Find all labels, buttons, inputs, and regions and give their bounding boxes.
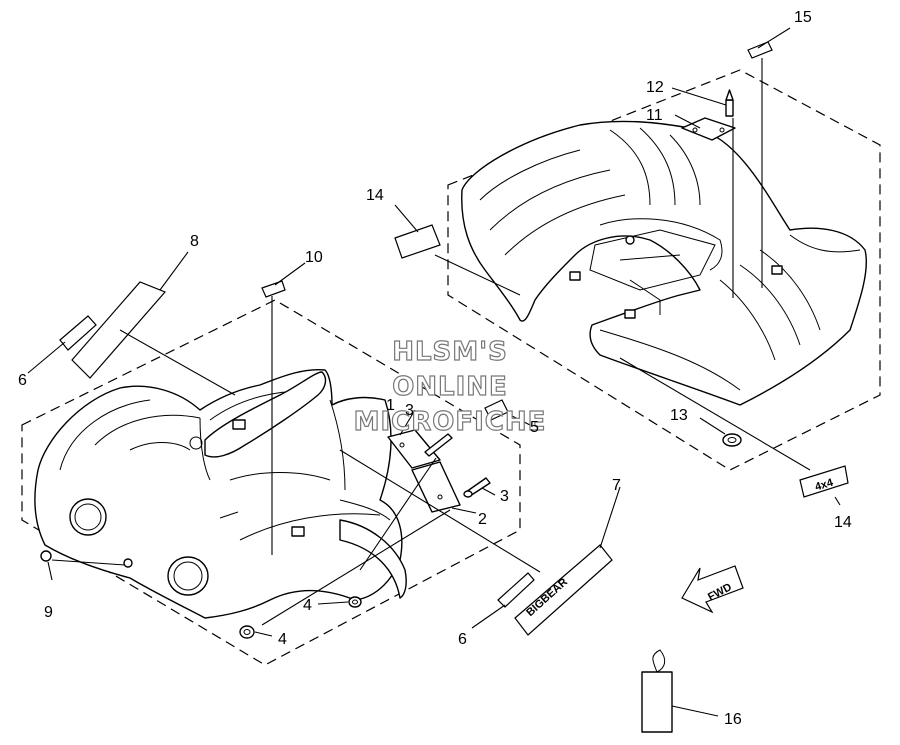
callout-7: 7 — [612, 477, 621, 494]
callout-4-right: 4 — [303, 597, 312, 614]
watermark-line-1: HLSM'S — [392, 337, 508, 367]
part-6-decal-left — [59, 315, 97, 351]
callout-2: 2 — [478, 511, 487, 528]
part-4-grommet-bottom — [239, 625, 255, 639]
callout-numbers: 15 12 11 14 8 10 6 1 3 5 13 14 3 2 7 9 4… — [18, 9, 852, 728]
callout-14-right: 14 — [834, 514, 852, 531]
rear-fender-group-outline — [447, 69, 881, 471]
callout-15: 15 — [794, 9, 812, 26]
part-16-tag — [641, 649, 673, 733]
part-9-plug — [40, 550, 52, 562]
part-6-decal-bottom — [497, 572, 535, 608]
part-14-label-top — [394, 224, 441, 259]
rear-fender — [461, 120, 868, 406]
leader-lines — [27, 27, 841, 717]
fwd-arrow-decal: FWD — [681, 565, 744, 614]
watermark-line-2: ONLINE — [392, 372, 508, 402]
part-3-screw-top — [424, 433, 453, 457]
part-14-4x4-badge: 4x4 — [799, 465, 849, 498]
callout-9: 9 — [44, 604, 53, 621]
callout-13: 13 — [670, 407, 688, 424]
callout-4-bottom: 4 — [278, 631, 287, 648]
callout-8: 8 — [190, 233, 199, 250]
front-fender — [34, 368, 407, 619]
part-1-bracket — [387, 429, 461, 513]
callout-10: 10 — [305, 249, 323, 266]
four-by-four-text: 4x4 — [814, 476, 836, 493]
watermark: HLSM'S ONLINE MICROFICHE — [353, 336, 547, 437]
part-15-label — [747, 41, 773, 59]
part-4-grommet-right — [348, 596, 362, 608]
part-12-rivet — [725, 89, 734, 117]
part-7-bigbear-decal: BIGBEAR — [514, 544, 613, 636]
callout-16: 16 — [724, 711, 742, 728]
part-3-screw — [463, 477, 491, 498]
watermark-line-3: MICROFICHE — [354, 407, 547, 437]
callout-14-top: 14 — [366, 187, 384, 204]
part-13-grommet — [722, 433, 742, 447]
callout-1: 1 — [386, 397, 395, 414]
callout-3: 3 — [500, 488, 509, 505]
callout-11: 11 — [646, 107, 663, 124]
callout-3-top: 3 — [405, 402, 414, 419]
part-8-decal — [71, 281, 167, 379]
part-5-label — [484, 399, 509, 421]
front-fender-group-outline — [21, 299, 521, 666]
part-10-label — [261, 280, 286, 298]
callout-6-left: 6 — [18, 372, 27, 389]
callout-5: 5 — [530, 419, 539, 436]
part-11-plate — [681, 117, 736, 141]
callout-12: 12 — [646, 79, 664, 96]
callout-6-bottom: 6 — [458, 631, 467, 648]
